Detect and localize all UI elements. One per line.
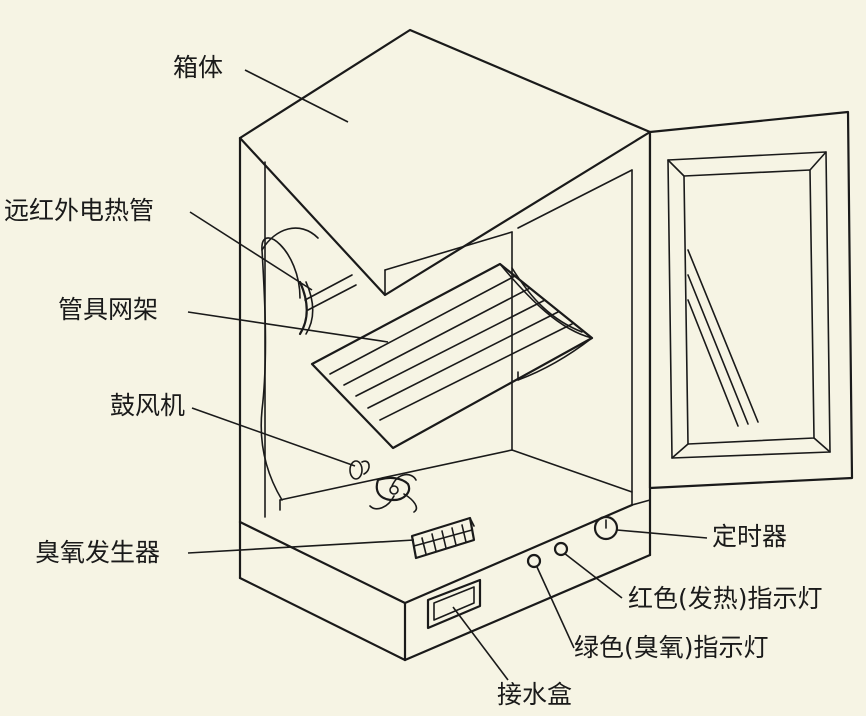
cabinet-top-face [240,30,650,295]
label-green-indicator: 绿色(臭氧)指示灯 [574,635,769,660]
far-infrared-tube [300,275,356,334]
label-utensil-rack: 管具网架 [58,297,158,322]
ozone-generator [412,518,474,558]
utensil-rack [312,264,592,448]
label-blower: 鼓风机 [110,393,185,418]
label-timer: 定时器 [712,524,787,549]
internal-wire [261,238,300,500]
label-far-infrared-tube: 远红外电热管 [4,198,154,223]
label-drip-box: 接水盒 [497,682,572,707]
label-cabinet: 箱体 [173,55,223,80]
label-red-indicator: 红色(发热)指示灯 [628,586,823,611]
cabinet-door [650,112,852,488]
green-indicator-lamp [528,555,540,567]
label-ozone-generator: 臭氧发生器 [35,540,160,565]
timer-knob [595,517,617,539]
cabinet-body [240,30,650,660]
blower [350,461,416,512]
